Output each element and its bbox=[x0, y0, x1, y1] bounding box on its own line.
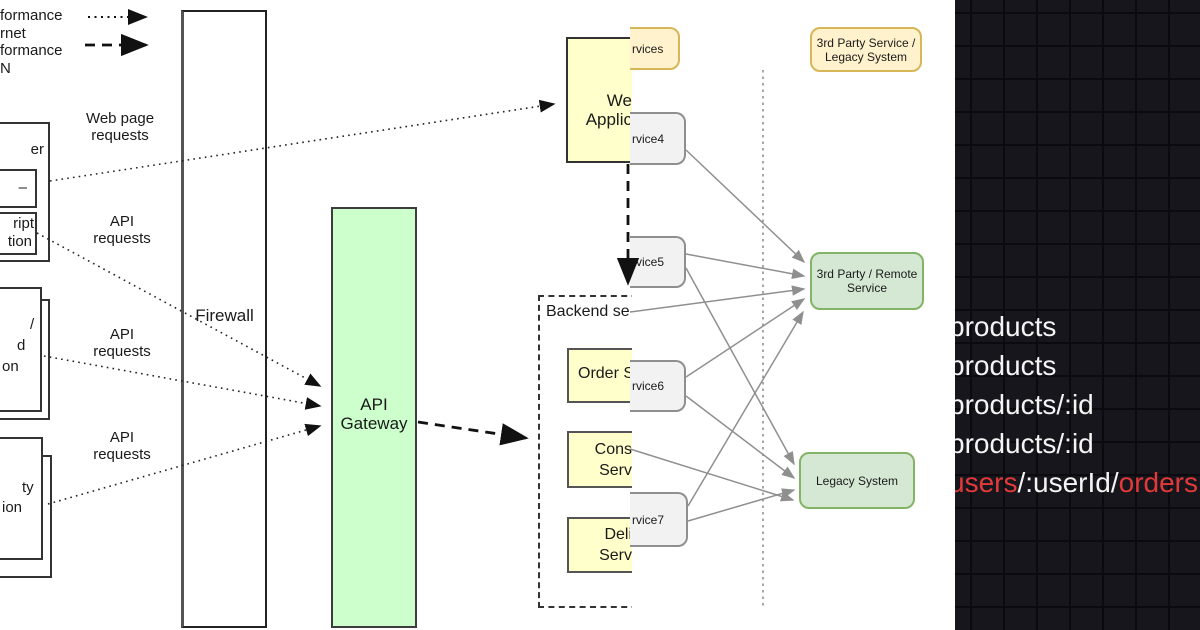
consumer-service-label: Cons Serv bbox=[594, 441, 632, 479]
browser-inner-box-2-line-2: tion bbox=[7, 233, 32, 250]
legacy-system-box: Legacy System bbox=[799, 452, 915, 509]
edge-to-remote-line bbox=[629, 285, 806, 313]
client3-box-front bbox=[0, 437, 43, 560]
route-row-1: products bbox=[955, 311, 1057, 342]
browser-inner-box-1 bbox=[0, 169, 37, 208]
service6-box: rvice6 bbox=[630, 360, 686, 412]
route-row-2: products bbox=[955, 350, 1057, 381]
legend-line-1: formance bbox=[0, 7, 63, 24]
api-gateway-label: API Gateway bbox=[340, 395, 408, 433]
route-row-5-userid: /:userId/ bbox=[1017, 467, 1119, 498]
service5-box: rvice5 bbox=[630, 236, 686, 288]
service7-to-legacy-line bbox=[687, 488, 796, 522]
route-row-3: products/:id bbox=[955, 389, 1094, 420]
services-header-box: rvices bbox=[630, 27, 680, 70]
service5-to-remote-line bbox=[685, 253, 806, 279]
service7-to-remote-line bbox=[687, 310, 804, 507]
route-row-5: users/:userId/orders bbox=[955, 463, 1198, 502]
legend-line-3: formance bbox=[0, 42, 63, 59]
service4-to-remote-line bbox=[685, 149, 806, 264]
client2-fragment-2: d bbox=[17, 337, 26, 354]
third-party-legacy-header-box: 3rd Party Service / Legacy System bbox=[810, 27, 922, 72]
left-diagram-crop: We Applic Backend se Order S Cons Serv D… bbox=[538, 37, 632, 608]
route-row-5-users: users bbox=[955, 467, 1018, 498]
delivery-service-label: Deli Serv bbox=[599, 526, 632, 564]
third-party-remote-service-box: 3rd Party / Remote Service bbox=[810, 252, 924, 310]
service5-to-legacy-line bbox=[685, 267, 795, 466]
browser-inner-box-2-line-1: ript bbox=[13, 215, 34, 232]
service6-to-legacy-line bbox=[685, 395, 796, 479]
client2-fragment-3: on bbox=[2, 358, 19, 375]
service7-box: rvice7 bbox=[630, 492, 688, 547]
legend-line-2: rnet bbox=[0, 24, 26, 42]
service6-to-remote-line bbox=[685, 298, 806, 378]
backend-services-label: Backend se bbox=[546, 303, 630, 320]
browser-title-fragment: er bbox=[30, 141, 44, 158]
legend: formance rnet formance N bbox=[0, 7, 63, 77]
browser-inner-box-1-text: – bbox=[18, 179, 27, 196]
web-application-box bbox=[566, 37, 632, 163]
service4-box: rvice4 bbox=[630, 112, 686, 165]
delivery-service-box bbox=[567, 517, 632, 573]
api-gateway-box: API Gateway bbox=[331, 207, 417, 628]
route-list: products products products/:id products/… bbox=[955, 307, 1198, 502]
route-row-4: products/:id bbox=[955, 428, 1094, 459]
client3-fragment-2: ion bbox=[2, 499, 23, 516]
web-application-label: We Applic bbox=[585, 91, 632, 129]
order-service-box bbox=[567, 348, 632, 403]
client2-fragment-1: / bbox=[30, 316, 35, 333]
route-row-5-orders: orders bbox=[1118, 467, 1199, 498]
backend-services-container bbox=[538, 295, 632, 608]
legend-line-4: N bbox=[0, 59, 11, 77]
routes-panel: products products products/:id products/… bbox=[955, 0, 1200, 630]
order-service-label: Order S bbox=[578, 365, 632, 382]
client3-fragment-1: ty bbox=[22, 479, 34, 496]
consumer-service-box bbox=[567, 431, 632, 488]
browser-inner-box-2 bbox=[0, 212, 37, 255]
